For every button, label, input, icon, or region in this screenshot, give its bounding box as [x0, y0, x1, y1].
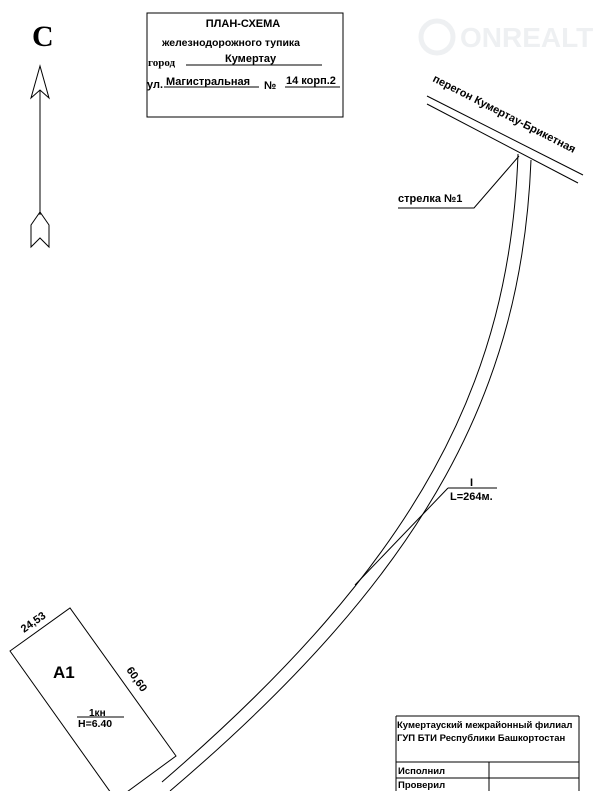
track-leader — [354, 487, 449, 586]
track-id: I — [470, 477, 473, 489]
building-type: 1кн — [89, 708, 106, 719]
title: ПЛАН-СХЕМА — [206, 18, 281, 30]
track-length: L=264м. — [450, 491, 493, 503]
mainline-track — [426, 95, 584, 184]
number-value: 14 корп.2 — [286, 75, 336, 87]
building-height: Н=6.40 — [78, 718, 112, 730]
city-label: город — [148, 57, 176, 69]
building-name: А1 — [53, 663, 75, 682]
mainline-label: перегон Кумертау-Брикетная — [431, 73, 578, 156]
switch-leader — [398, 155, 520, 209]
north-arrow-icon — [30, 64, 50, 249]
stamp-row-executed: Исполнил — [398, 766, 445, 777]
stamp-org-line1: Кумертауский межрайонный филиал — [397, 720, 572, 731]
building-length: 60,60 — [124, 665, 150, 694]
number-label: № — [264, 80, 276, 92]
subtitle: железнодорожного тупика — [161, 37, 300, 49]
building-a1-outline — [9, 607, 177, 791]
siding-track — [161, 153, 532, 791]
stamp-row-checked: Проверил — [398, 780, 445, 791]
building-width: 24,53 — [19, 610, 48, 636]
stamp-table — [395, 715, 580, 791]
title-block — [146, 12, 344, 118]
watermark: ONREALT — [418, 18, 593, 56]
north-label: С — [32, 20, 54, 53]
city-value: Кумертау — [225, 53, 277, 65]
svg-text:ONREALT: ONREALT — [460, 22, 593, 53]
switch-label: стрелка №1 — [398, 193, 462, 205]
street-value: Магистральная — [166, 76, 250, 88]
stamp-org-line2: ГУП БТИ Республики Башкортостан — [397, 733, 565, 744]
street-label: ул. — [147, 79, 163, 91]
